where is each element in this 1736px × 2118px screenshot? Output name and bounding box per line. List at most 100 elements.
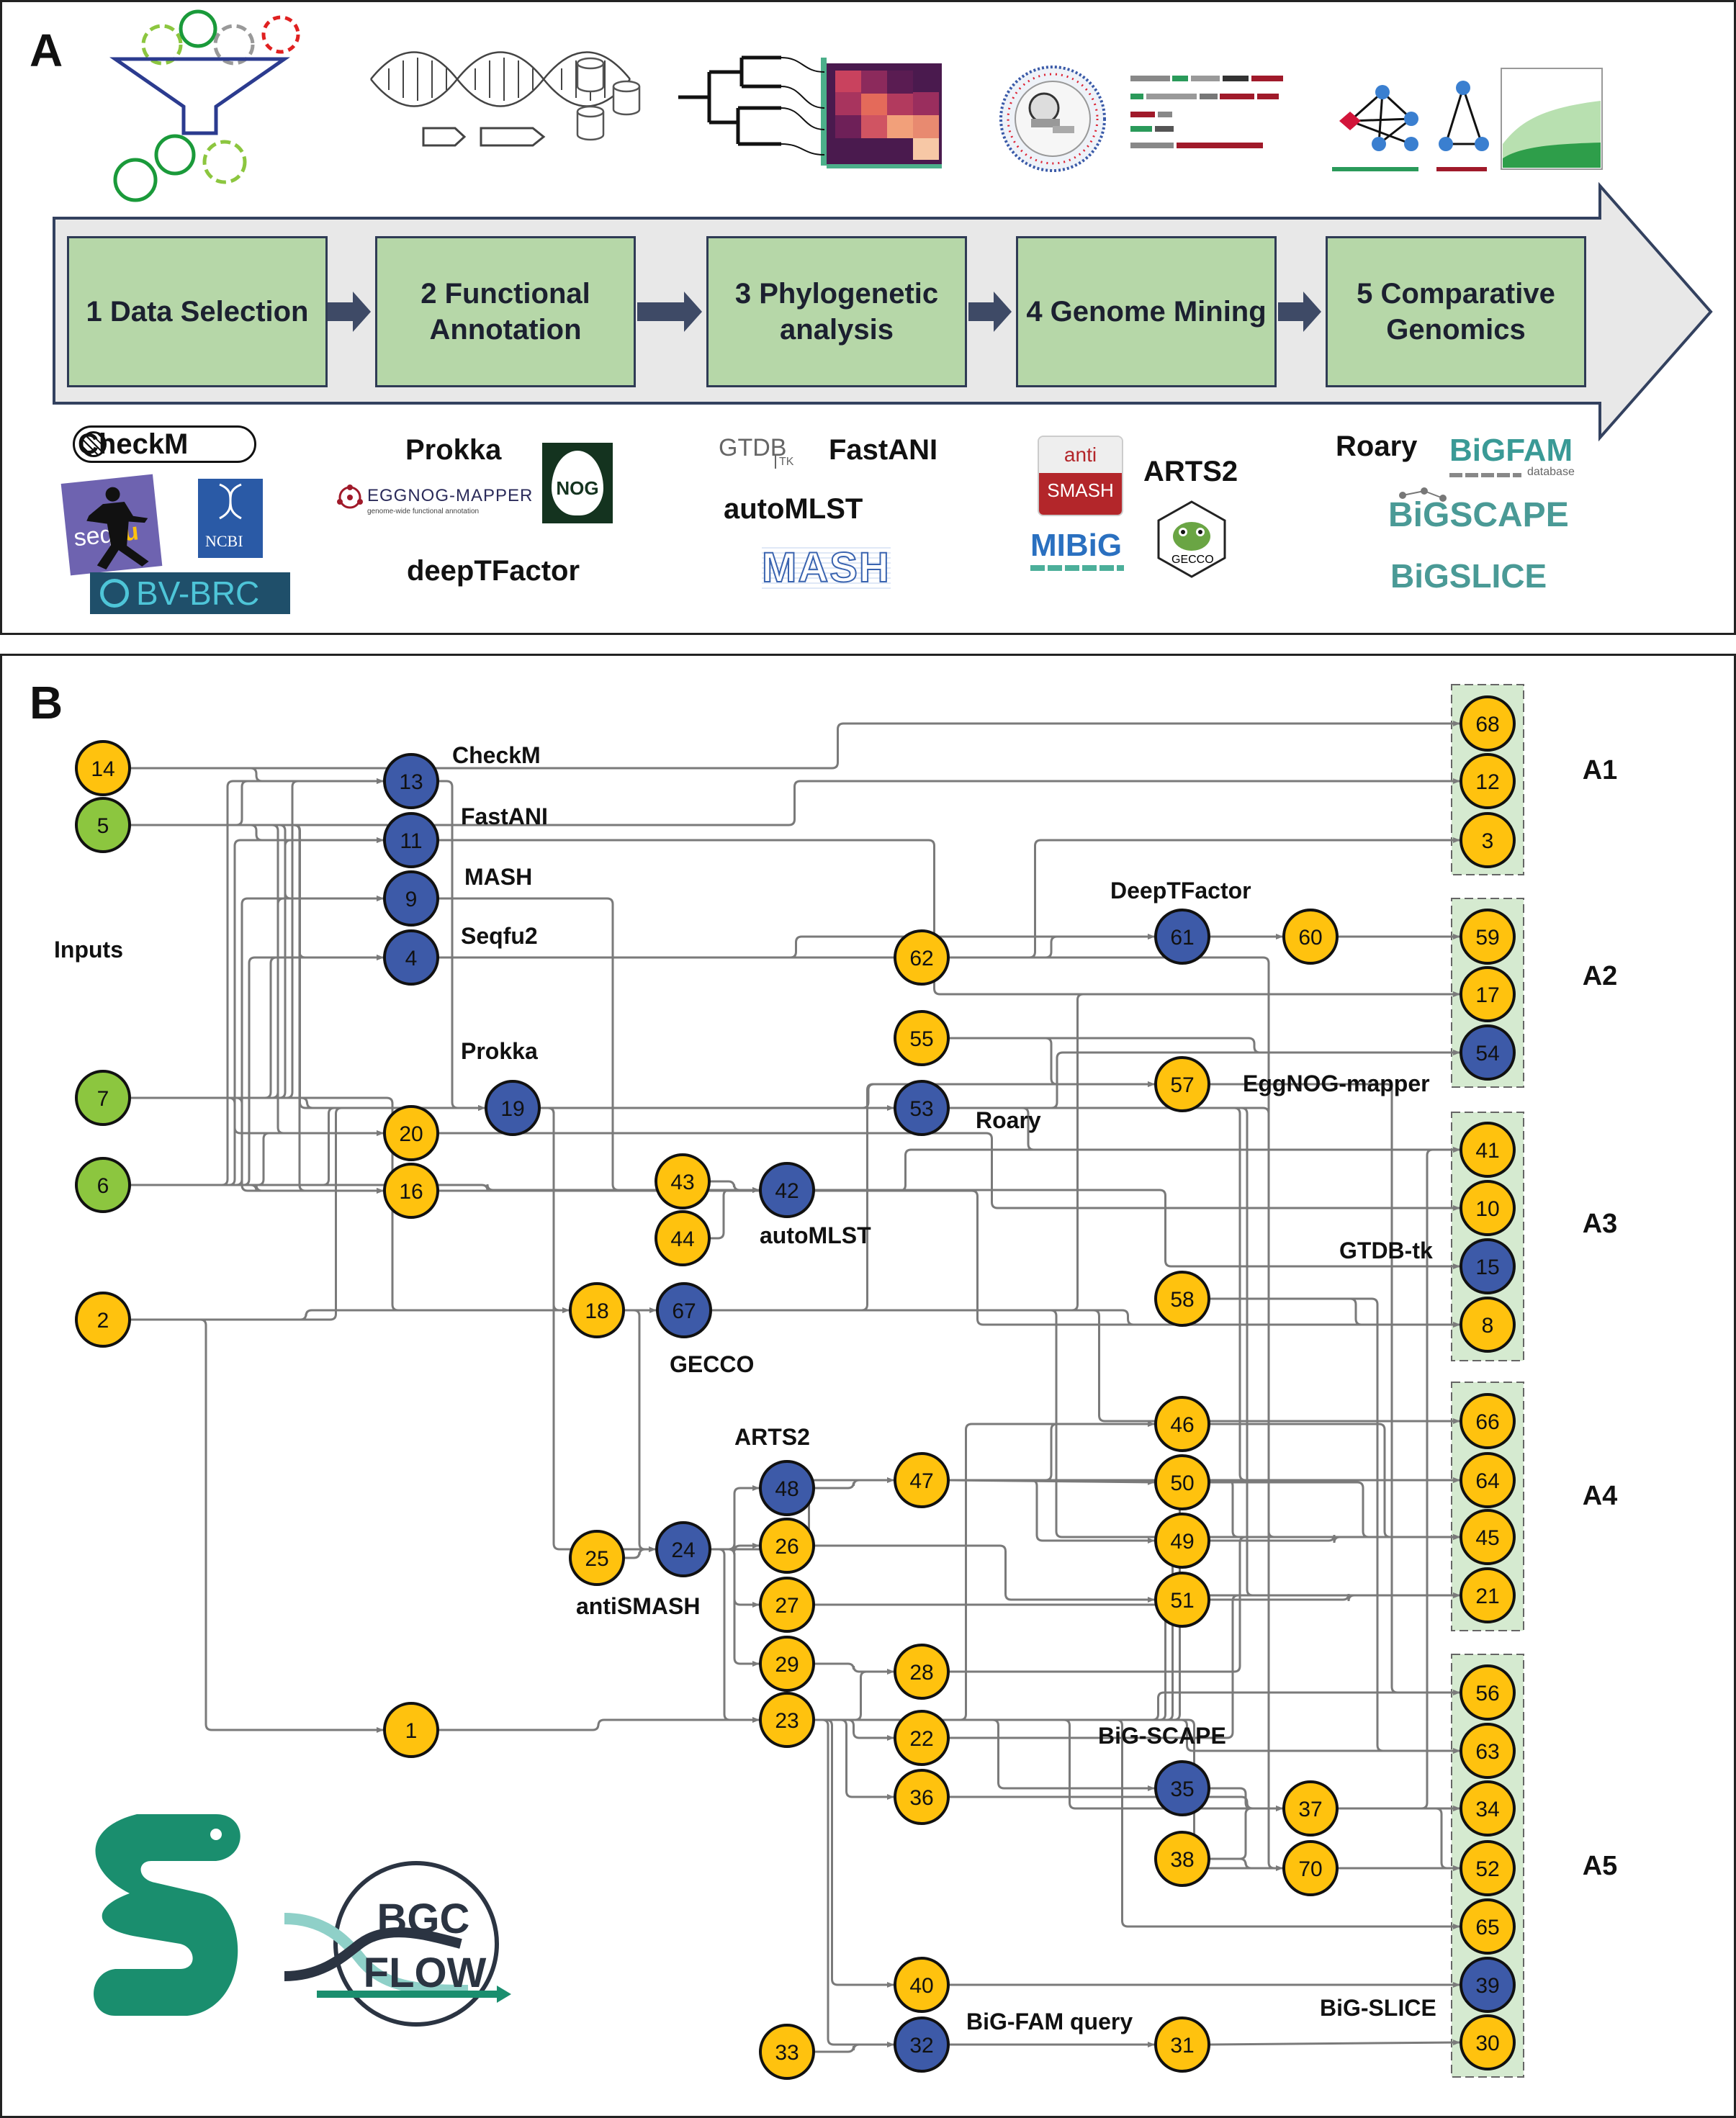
node-37: 37 <box>1282 1780 1339 1837</box>
edge-23-46 <box>814 1421 1155 1721</box>
bigscape-logo: BiGSCAPE <box>1388 487 1569 535</box>
node-18: 18 <box>569 1282 625 1338</box>
funnel-icon <box>109 9 300 202</box>
node-28: 28 <box>894 1644 950 1700</box>
node-19-label: 19 <box>500 1097 524 1121</box>
bigslice-logo: BiGSLICE <box>1390 556 1547 595</box>
edge-24-29 <box>710 1548 760 1667</box>
edge-49-45 <box>1209 1534 1460 1544</box>
node-7: 7 <box>75 1070 131 1126</box>
edge-57-56 <box>1209 1083 1460 1695</box>
node-49: 49 <box>1154 1513 1210 1569</box>
edge-2-1 <box>130 1318 384 1733</box>
node-9: 9 <box>383 870 439 927</box>
node-54: 54 <box>1460 1024 1516 1081</box>
gecco-hexagon-icon <box>1157 500 1226 578</box>
step-data-selection: 1 Data Selection <box>67 236 328 387</box>
tool-label-seqfu2: Seqfu2 <box>461 923 538 949</box>
node-6-label: 6 <box>97 1174 109 1198</box>
edge-16-41 <box>438 1147 1460 1192</box>
edge-4-61 <box>438 934 1155 959</box>
node-4-label: 4 <box>405 947 418 970</box>
edge-2-18 <box>130 1307 570 1321</box>
tool-label-arts2: ARTS2 <box>734 1424 810 1450</box>
node-23-label: 23 <box>775 1709 799 1733</box>
node-66: 66 <box>1460 1393 1516 1449</box>
ncbi-logo: NCBI <box>198 479 263 558</box>
edge-6-13 <box>130 778 384 1186</box>
node-12-label: 12 <box>1475 770 1499 794</box>
seqfu-logo: seq fu <box>60 474 163 576</box>
antismash-top: anti <box>1039 437 1122 473</box>
node-56: 56 <box>1460 1664 1516 1721</box>
node-34-label: 34 <box>1475 1798 1499 1821</box>
edge-33-32 <box>814 2042 894 2053</box>
bigscape-network-icon <box>1399 487 1447 502</box>
circular-genome-icon <box>999 66 1106 172</box>
node-46: 46 <box>1154 1396 1210 1452</box>
fighter-icon <box>86 487 149 570</box>
bgcflow-logo-top: BGC <box>377 1896 470 1942</box>
node-61-label: 61 <box>1170 926 1194 950</box>
network-nodes-icon <box>1339 81 1489 151</box>
edge-18-17 <box>624 991 1460 1312</box>
edge-14-13 <box>130 767 384 784</box>
node-45-label: 45 <box>1475 1526 1499 1550</box>
bigfam-arrows-icon <box>1449 473 1521 477</box>
node-12: 12 <box>1460 753 1516 809</box>
node-41: 41 <box>1460 1122 1516 1178</box>
edge-5-16 <box>130 824 384 1194</box>
node-50-label: 50 <box>1170 1472 1194 1495</box>
edge-37-41 <box>1337 1147 1460 1810</box>
node-61: 61 <box>1154 909 1210 965</box>
tool-label-gtdbtk: GTDB-tk <box>1339 1238 1433 1263</box>
snakemake-logo <box>94 1814 240 2016</box>
step-functional-annotation: 2 Functional Annotation <box>375 236 636 387</box>
edge-44-42 <box>709 1187 760 1240</box>
tool-label-bigfam: BiG-FAM query <box>966 2009 1133 2034</box>
node-60-label: 60 <box>1298 926 1322 950</box>
edge-31-30 <box>1208 2040 1460 2046</box>
node-17-label: 17 <box>1475 983 1499 1007</box>
group-label-a4: A4 <box>1583 1481 1618 1511</box>
node-43-label: 43 <box>670 1171 694 1194</box>
eggnog-label: EGGNOG-MAPPER <box>367 486 534 505</box>
node-7-label: 7 <box>97 1087 109 1111</box>
node-57-label: 57 <box>1170 1073 1194 1097</box>
mibig-logo: MIBiG <box>1030 528 1124 571</box>
nog-label: NOG <box>556 477 599 499</box>
bigslice-label: BiGSLICE <box>1390 557 1547 595</box>
node-57: 57 <box>1154 1056 1210 1112</box>
node-48: 48 <box>759 1460 815 1516</box>
node-25: 25 <box>569 1530 625 1586</box>
edge-62-61 <box>948 934 1155 959</box>
node-33-label: 33 <box>775 2041 799 2065</box>
node-62-label: 62 <box>909 947 933 970</box>
edge-5-19 <box>130 824 485 1111</box>
node-58-label: 58 <box>1170 1288 1194 1312</box>
tool-label-gecco: GECCO <box>670 1351 754 1377</box>
mash-logo: MASH <box>761 544 891 592</box>
bigfam-logo: BiGFAM database <box>1449 433 1575 478</box>
node-58: 58 <box>1154 1271 1210 1327</box>
node-35: 35 <box>1154 1760 1210 1816</box>
edge-26-51 <box>814 1544 1155 1603</box>
tool-label-inputs: Inputs <box>54 937 123 963</box>
node-11: 11 <box>383 812 439 868</box>
node-51-label: 51 <box>1170 1589 1194 1613</box>
edge-37-52 <box>1337 1807 1460 1871</box>
node-16: 16 <box>383 1163 439 1219</box>
node-18-label: 18 <box>585 1299 608 1323</box>
edge-6-9 <box>130 896 384 1186</box>
node-26-label: 26 <box>775 1535 799 1559</box>
fastani-label: FastANI <box>829 434 938 466</box>
node-24: 24 <box>655 1521 711 1577</box>
node-44-label: 44 <box>670 1227 694 1251</box>
node-22: 22 <box>894 1710 950 1766</box>
node-45: 45 <box>1460 1509 1516 1565</box>
tool-label-bigslice: BiG-SLICE <box>1320 1995 1436 2021</box>
node-14: 14 <box>75 740 131 796</box>
ncbi-label: NCBI <box>205 532 243 550</box>
node-30: 30 <box>1460 2014 1516 2070</box>
